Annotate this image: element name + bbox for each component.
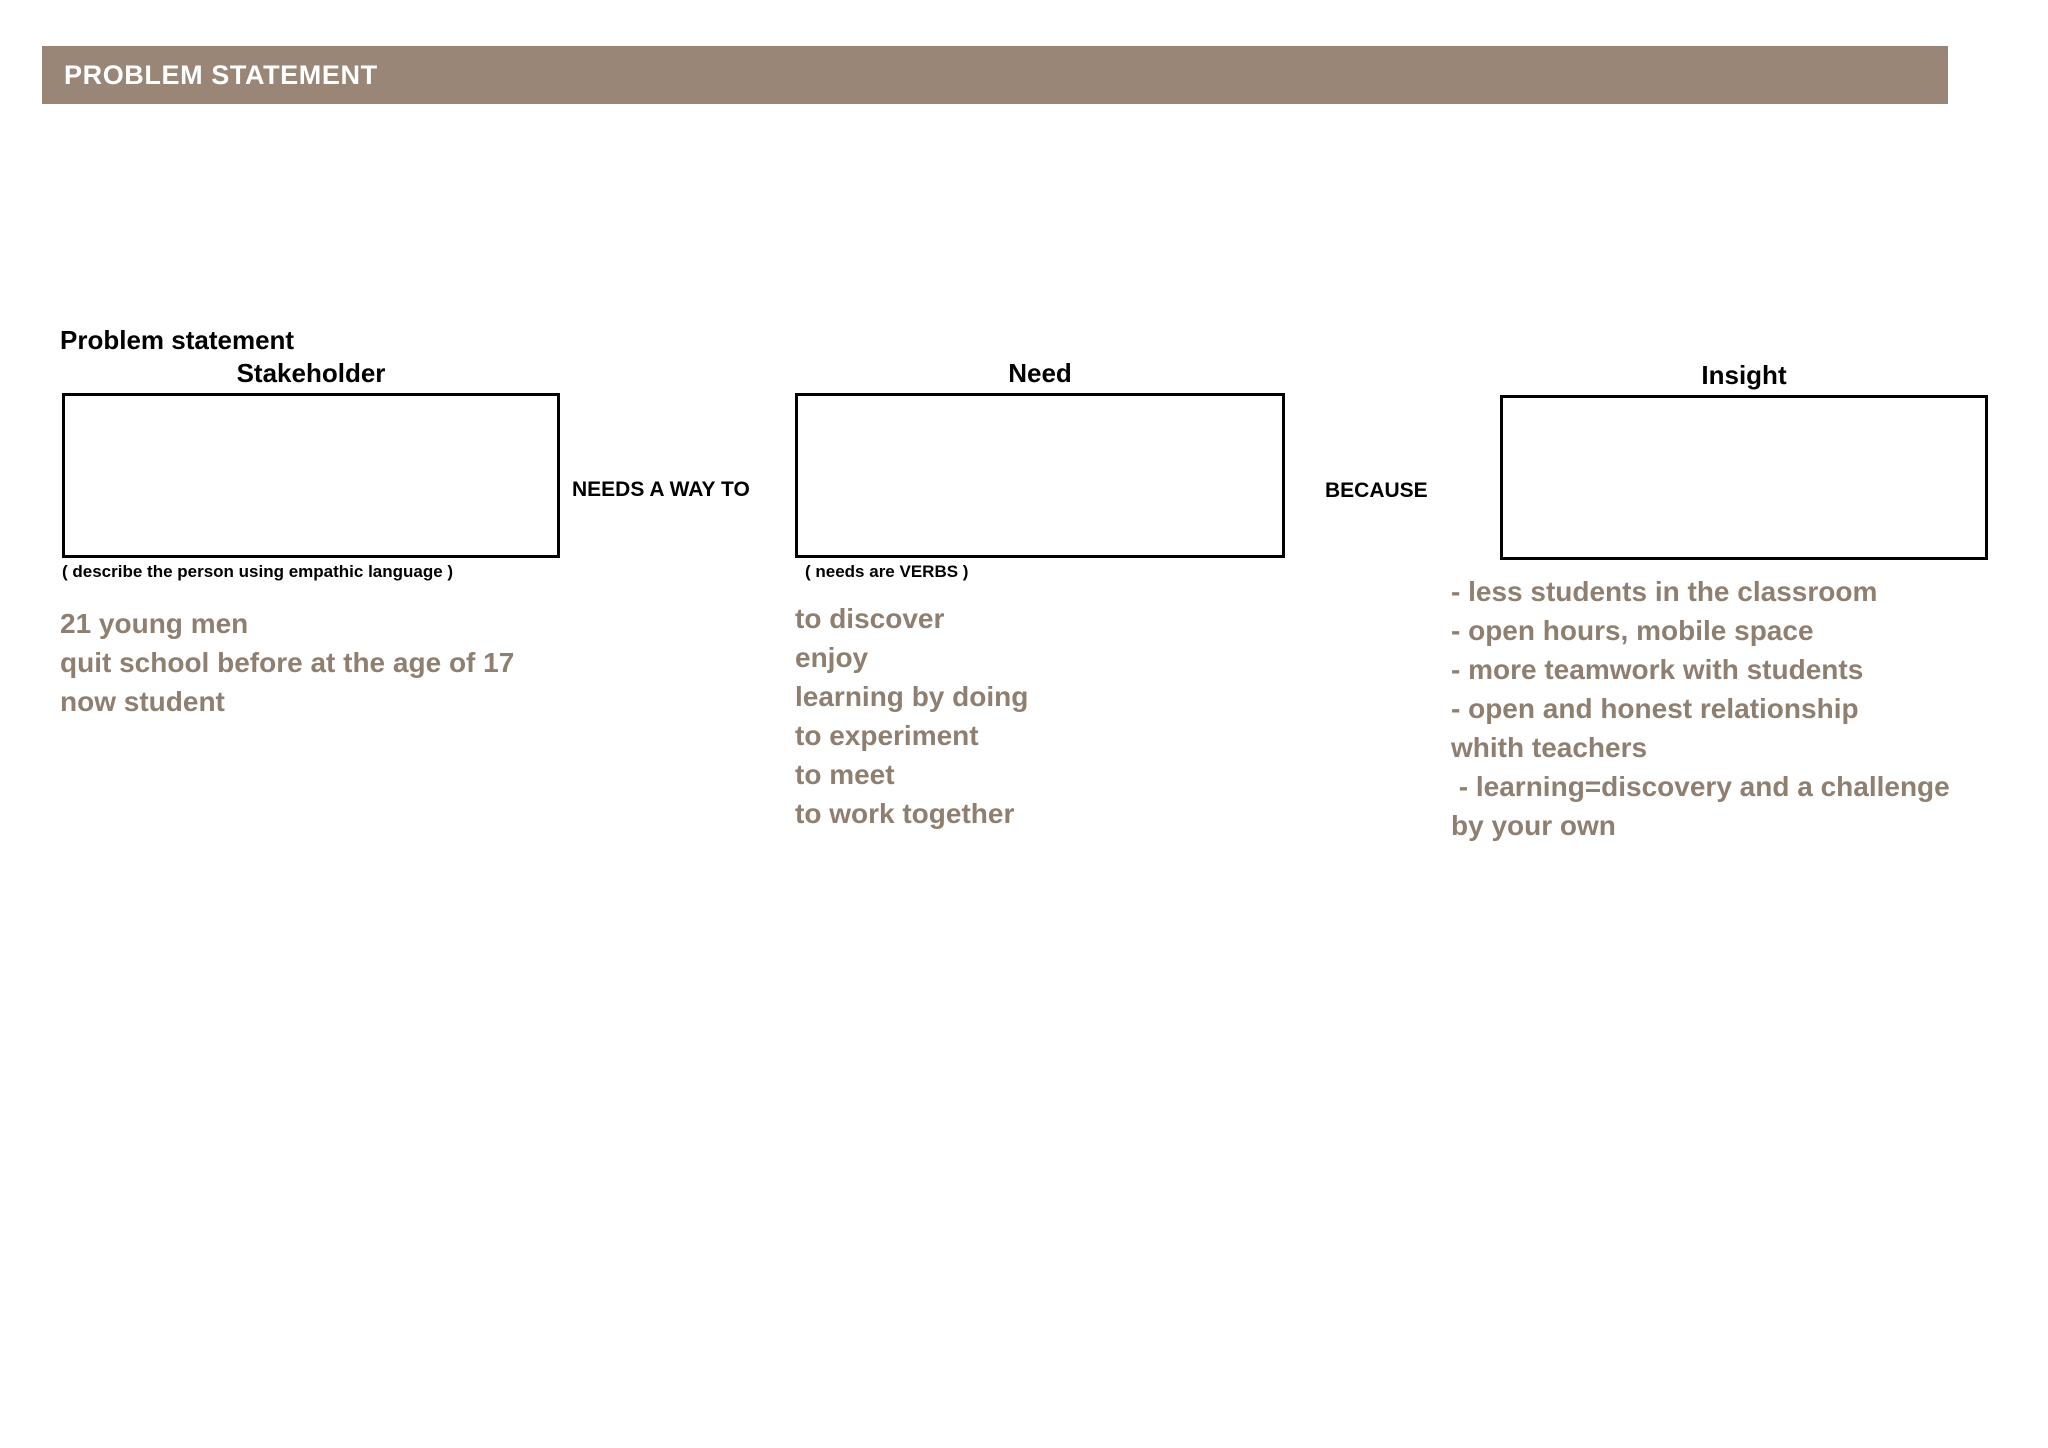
need-answer-line: to work together [795,798,1015,829]
insight-answer-list: - less students in the classroom - open … [1451,572,1988,845]
need-answer-list: to discover enjoy learning by doing to e… [795,599,1285,833]
header-title: PROBLEM STATEMENT [64,59,378,90]
insight-answer-line: - less students in the classroom [1451,576,1878,607]
need-answer-line: learning by doing [795,681,1029,712]
need-caption: ( needs are VERBS ) [805,562,969,581]
stakeholder-answer-list: 21 young men quit school before at the a… [60,604,560,721]
need-column: Need ( needs are VERBS ) to discover enj… [795,360,1285,833]
insight-column: Insight - less students in the classroom… [1451,360,1988,845]
need-answer-line: to meet [795,759,895,790]
insight-input-box[interactable] [1500,395,1988,560]
insight-answer-line: by your own [1451,810,1616,841]
insight-heading: Insight [1701,360,1787,390]
problem-statement-header-bar: PROBLEM STATEMENT [42,46,1948,104]
page-title: Problem statement [60,325,295,355]
insight-answer-line: - open and honest relationship [1451,693,1859,724]
connector-needs-a-way-to: NEEDS A WAY TO [572,478,750,501]
stakeholder-caption: ( describe the person using empathic lan… [62,562,454,581]
need-heading: Need [1008,358,1072,388]
insight-answer-line: - more teamwork with students [1451,654,1864,685]
insight-answer-line: - open hours, mobile space [1451,615,1814,646]
stakeholder-answer-line: quit school before at the age of 17 [60,647,515,678]
need-input-box[interactable] [795,393,1285,558]
stakeholder-answer-line: now student [60,686,225,717]
stakeholder-input-box[interactable] [62,393,560,558]
need-answer-line: to discover [795,603,945,634]
stakeholder-answer-line: 21 young men [60,608,249,639]
stakeholder-column: Stakeholder ( describe the person using … [60,358,560,721]
need-answer-line: enjoy [795,642,869,673]
need-answer-line: to experiment [795,720,979,751]
insight-answer-line: - learning=discovery and a challenge [1451,771,1950,802]
connector-because: BECAUSE [1325,479,1428,502]
insight-answer-line: whith teachers [1451,732,1648,763]
stakeholder-heading: Stakeholder [236,358,386,388]
